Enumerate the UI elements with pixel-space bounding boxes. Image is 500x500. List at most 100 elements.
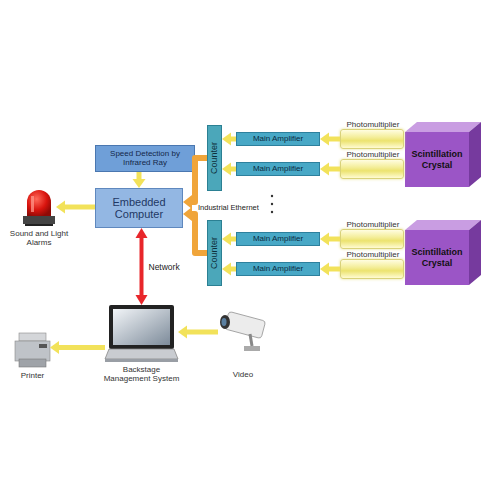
laptop-edge <box>105 359 178 362</box>
connector-arrow <box>320 133 340 146</box>
camera-lens <box>220 315 230 329</box>
crystal-top-face <box>405 220 481 230</box>
camera-base <box>244 346 260 351</box>
connector-line <box>140 237 144 297</box>
connector-arrow <box>133 172 146 188</box>
connector-arrow <box>136 228 148 305</box>
photomultiplier-tube: Photomultiplier <box>340 259 404 279</box>
node-label: Counter <box>209 237 219 269</box>
laptop-keyboard <box>105 349 178 359</box>
arrow-head <box>320 163 329 176</box>
connector-arrow <box>178 326 218 339</box>
arrow-head <box>50 341 59 354</box>
connector-arrow <box>222 163 236 176</box>
connector-arrow <box>320 163 340 176</box>
connector-line <box>230 237 236 242</box>
counter-box: Counter <box>207 220 222 286</box>
connector-arrow <box>183 158 207 209</box>
crystal-block: Scintillation Crystal <box>405 132 469 187</box>
arrow-head <box>320 233 329 246</box>
free-label: Industrial Ethernet <box>198 203 259 212</box>
counter-box: Counter <box>207 125 222 191</box>
arrow-head <box>222 133 231 146</box>
arrow-head <box>222 233 231 246</box>
amplifier-box: Main Amplifier <box>236 262 320 276</box>
printer-icon: Printer <box>15 333 50 368</box>
camera-icon: Video <box>218 312 268 352</box>
laptop-drawing <box>105 305 178 362</box>
connector-line <box>230 267 236 272</box>
laptop-icon: Backstage Management System <box>105 305 178 362</box>
alarm-beacon <box>23 190 55 226</box>
beacon-foot <box>25 224 53 226</box>
arrow-head <box>136 228 148 238</box>
node-caption: Photomultiplier <box>341 150 405 159</box>
connector-arrow <box>222 263 236 276</box>
laptop-screen-frame <box>109 305 174 349</box>
node-label: Counter <box>209 142 219 174</box>
scintillation-crystal-drawing <box>405 122 481 187</box>
connector-line <box>186 330 218 335</box>
connector-line <box>328 137 340 142</box>
node-label: Scintillation Crystal <box>405 149 469 169</box>
node-label: Main Amplifier <box>253 165 303 174</box>
node-caption: Sound and Light Alarms <box>9 229 69 247</box>
connector-arrow <box>183 207 207 253</box>
node-caption: Photomultiplier <box>341 250 405 259</box>
arrow-head <box>320 263 329 276</box>
printer-body <box>15 341 50 361</box>
connector-line <box>137 172 142 180</box>
node-caption: Backstage Management System <box>101 365 183 383</box>
ellipsis-dots <box>271 195 273 213</box>
dot <box>271 203 273 205</box>
photomultiplier-tube: Photomultiplier <box>340 159 404 179</box>
camera-glass <box>222 318 227 326</box>
camera-mount <box>250 334 252 346</box>
scintillation-crystal-drawing <box>405 220 481 285</box>
crystal-front-face <box>405 132 469 187</box>
printer-drawing <box>15 333 50 367</box>
alarm-icon: Sound and Light Alarms <box>22 188 56 226</box>
connector-line <box>191 158 207 202</box>
node-label: Scintillation Crystal <box>405 247 469 267</box>
connector-line <box>328 237 340 242</box>
amplifier-box: Main Amplifier <box>236 162 320 176</box>
connector-line <box>328 167 340 172</box>
crystal-block: Scintillation Crystal <box>405 230 469 285</box>
beacon-base <box>23 216 55 224</box>
photomultiplier-tube: Photomultiplier <box>340 129 404 149</box>
photomultiplier-tube: Photomultiplier <box>340 229 404 249</box>
laptop-screen <box>113 309 170 345</box>
connector-arrow <box>56 201 95 214</box>
connector-line <box>230 167 236 172</box>
connector-line <box>191 214 207 253</box>
amplifier-box: Main Amplifier <box>236 232 320 246</box>
node-caption: Photomultiplier <box>341 220 405 229</box>
connector-arrow <box>222 133 236 146</box>
beacon-highlight <box>31 196 34 212</box>
node-caption: Printer <box>8 371 58 380</box>
connector-arrow <box>320 233 340 246</box>
edge-label: Network <box>149 262 180 272</box>
camera-body <box>224 311 265 338</box>
printer-tray <box>19 359 46 367</box>
connector-arrow <box>320 263 340 276</box>
dot <box>271 195 273 197</box>
connector-line <box>328 267 340 272</box>
crystal-top-face <box>405 122 481 132</box>
connector-line <box>230 137 236 142</box>
beacon-dome <box>27 190 51 216</box>
arrow-head <box>136 295 148 305</box>
printer-panel <box>39 344 47 348</box>
arrow-head <box>320 133 329 146</box>
arrow-head <box>133 179 146 188</box>
crystal-side-face <box>469 122 481 187</box>
arrow-head <box>222 163 231 176</box>
node-label: Main Amplifier <box>253 135 303 144</box>
node-label: Main Amplifier <box>253 235 303 244</box>
connector-arrow <box>50 341 105 354</box>
node-label: Embedded Computer <box>96 196 182 221</box>
amplifier-box: Main Amplifier <box>236 132 320 146</box>
